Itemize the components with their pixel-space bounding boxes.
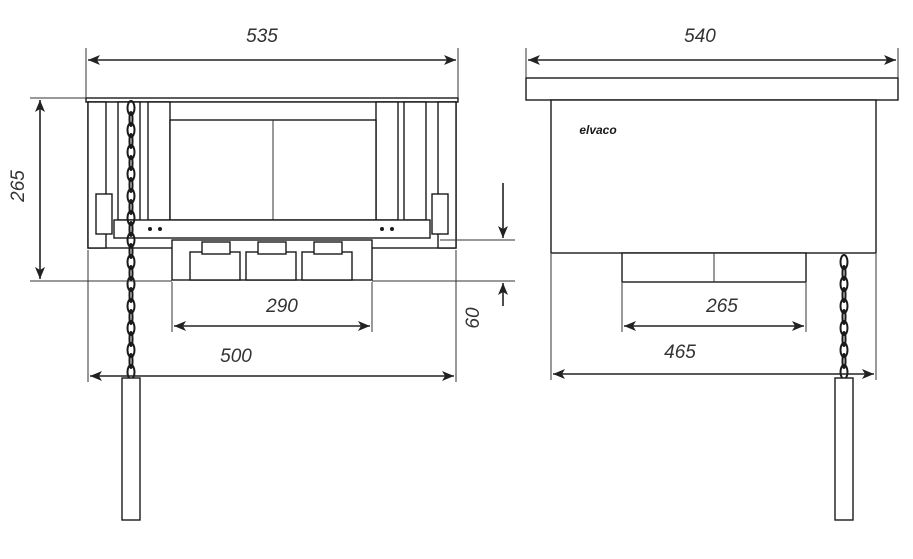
front-element-cap-1 xyxy=(201,241,231,255)
chain-link xyxy=(128,155,134,171)
dim-front-width-overall: 500 xyxy=(220,346,252,367)
chain-link xyxy=(841,287,847,303)
chain-link xyxy=(128,331,134,347)
brand-logo: elvaco xyxy=(579,123,616,137)
chain-link xyxy=(126,188,136,204)
side-chain xyxy=(839,254,849,380)
chain-link xyxy=(126,210,136,226)
chain-link xyxy=(126,166,136,182)
chain-link xyxy=(128,265,134,281)
dim-side-width-overall: 465 xyxy=(664,342,696,363)
front-inner-right-upright-2 xyxy=(403,101,427,221)
front-inner-right-upright xyxy=(375,101,399,221)
chain-link xyxy=(128,243,134,259)
front-inner-left-upright-2 xyxy=(147,101,171,221)
chain-link xyxy=(839,276,849,292)
front-element-1 xyxy=(189,251,241,281)
side-top-plate xyxy=(525,77,899,101)
dim-front-width-top: 535 xyxy=(246,26,278,47)
dim-side-bottom-width: 265 xyxy=(705,296,738,317)
side-view: elvaco 540 265 465 xyxy=(525,26,899,521)
chain-link xyxy=(841,353,847,369)
chain-link xyxy=(128,111,134,127)
front-element-cap-2 xyxy=(257,241,287,255)
front-view: 535 265 290 60 500 xyxy=(8,26,515,521)
chain-link xyxy=(841,309,847,325)
chain-link xyxy=(128,133,134,149)
chain-link xyxy=(128,287,134,303)
front-element-2 xyxy=(245,251,297,281)
front-element-cap-3 xyxy=(313,241,343,255)
chain-link xyxy=(128,309,134,325)
chain-link xyxy=(126,320,136,336)
front-element-3 xyxy=(301,251,353,281)
dim-side-width-top: 540 xyxy=(684,26,716,47)
front-weight xyxy=(121,377,141,521)
side-weight xyxy=(834,377,854,521)
chain-link xyxy=(126,100,136,116)
dim-front-depth: 290 xyxy=(265,296,298,317)
side-body xyxy=(550,99,877,254)
chain-link xyxy=(128,353,134,369)
chain-link xyxy=(839,320,849,336)
chain-link xyxy=(841,265,847,281)
front-left-bracket xyxy=(95,193,113,235)
chain-link xyxy=(839,342,849,358)
chain-link xyxy=(126,144,136,160)
chain-link xyxy=(126,232,136,248)
chain-link xyxy=(839,254,849,270)
chain-link xyxy=(128,199,134,215)
chain-link xyxy=(841,331,847,347)
chain-link xyxy=(126,254,136,270)
dim-front-bottom-offset: 60 xyxy=(463,307,484,329)
front-bottom-bar xyxy=(113,219,431,239)
chain-link xyxy=(126,122,136,138)
chain-link xyxy=(126,298,136,314)
chain-link xyxy=(128,221,134,237)
chain-link xyxy=(839,298,849,314)
chain-link xyxy=(126,342,136,358)
dim-front-height: 265 xyxy=(8,170,29,203)
chain-link xyxy=(126,276,136,292)
chain-link xyxy=(128,177,134,193)
front-right-bracket xyxy=(431,193,449,235)
